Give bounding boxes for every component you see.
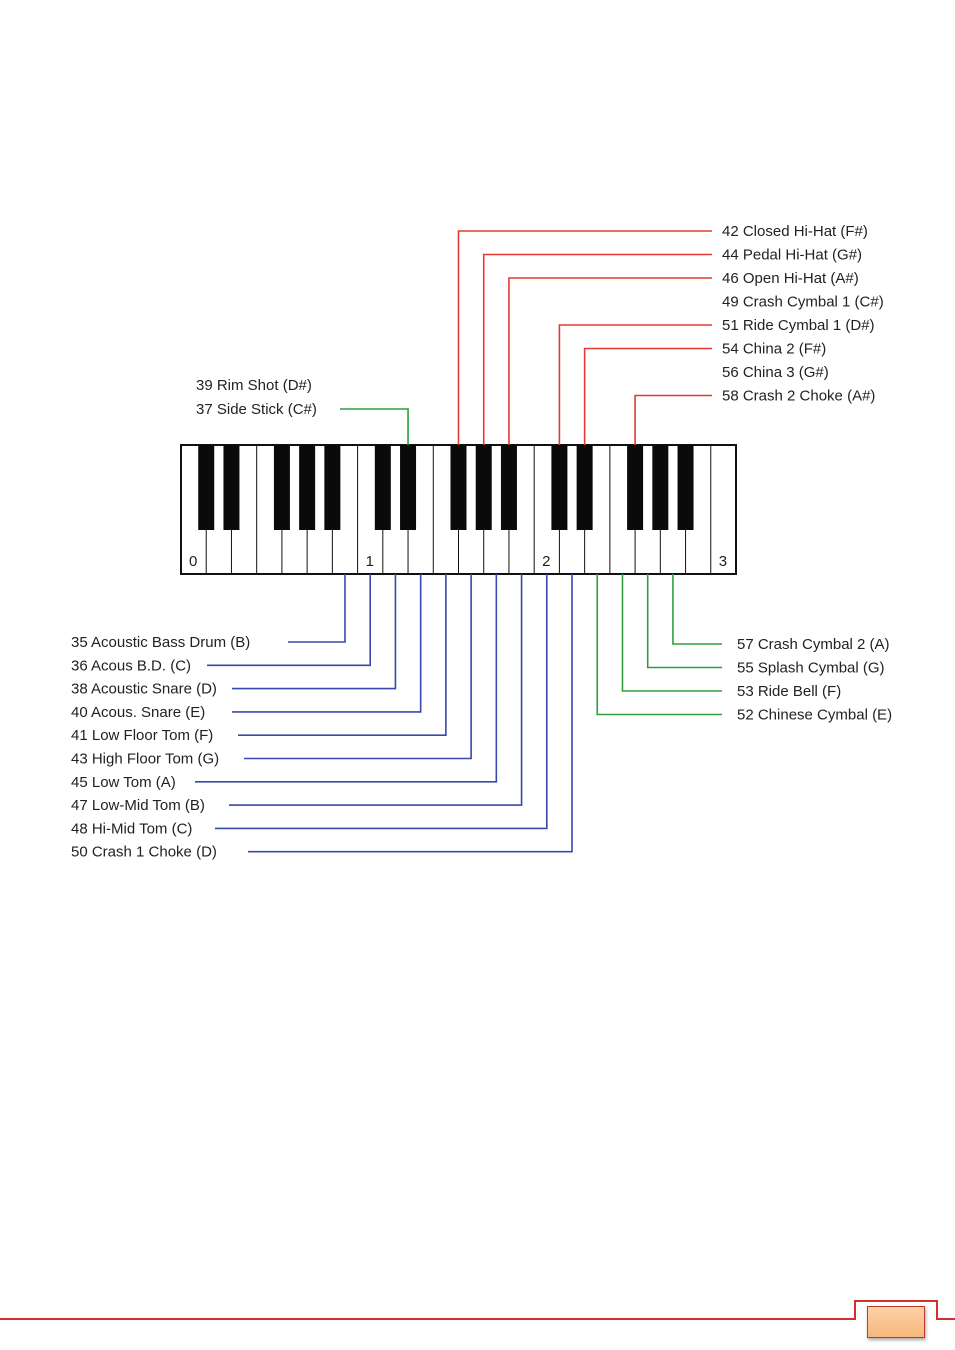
left-bottom-label: 35 Acoustic Bass Drum (B) [71,634,250,651]
leader-line-green [621,574,722,692]
top-label: 54 China 2 (F#) [722,341,826,358]
right-bottom-label: 55 Splash Cymbal (G) [737,660,885,677]
top-label: 42 Closed Hi-Hat (F#) [722,223,868,240]
page-number-tab [867,1306,925,1338]
leader-line-green [596,574,722,716]
left-top-label: 39 Rim Shot (D#) [196,377,312,394]
top-label: 46 Open Hi-Hat (A#) [722,270,859,287]
leader-line-green [646,574,722,669]
left-bottom-label: 41 Low Floor Tom (F) [71,727,213,744]
leader-line-red [634,394,712,445]
right-bottom-label: 52 Chinese Cymbal (E) [737,707,892,724]
octave-label: 3 [719,553,727,570]
black-key [198,445,215,530]
leader-line-blue [288,574,346,643]
leader-line-blue [232,574,397,690]
black-key [374,445,391,530]
left-bottom-label: 36 Acous B.D. (C) [71,657,191,674]
black-key [475,445,492,530]
piano-keyboard: 0 1 2 3 [180,444,737,575]
black-key [551,445,568,530]
leader-line-blue [248,574,573,853]
octave-label: 0 [189,553,197,570]
black-key [677,445,694,530]
leader-line-blue [215,574,548,830]
key-labels: 42 Closed Hi-Hat (F#) 44 Pedal Hi-Hat (G#… [71,223,892,861]
right-bottom-label: 53 Ride Bell (F) [737,683,841,700]
top-label: 49 Crash Cymbal 1 (C#) [722,294,884,311]
black-key [627,445,644,530]
left-bottom-label: 40 Acous. Snare (E) [71,704,205,721]
leader-line-red [583,347,712,445]
left-bottom-label: 38 Acoustic Snare (D) [71,681,217,698]
left-top-label: 37 Side Stick (C#) [196,401,317,418]
top-label: 58 Crash 2 Choke (A#) [722,388,875,405]
leader-line-green [340,408,409,445]
black-key [576,445,593,530]
footer-rule [0,1300,955,1320]
top-label: 44 Pedal Hi-Hat (G#) [722,247,862,264]
black-key [299,445,316,530]
top-label: 56 China 3 (G#) [722,364,829,381]
black-key [273,445,290,530]
left-bottom-label: 47 Low-Mid Tom (B) [71,797,205,814]
leader-line-red [558,324,712,445]
black-key [400,445,417,530]
leader-line-blue [229,574,523,806]
black-key [500,445,517,530]
black-key [324,445,341,530]
left-bottom-label: 48 Hi-Mid Tom (C) [71,820,192,837]
octave-label: 1 [366,553,374,570]
leader-lines [195,230,722,853]
leader-line-red [457,230,712,445]
top-label: 51 Ride Cymbal 1 (D#) [722,317,875,334]
leader-line-blue [232,574,422,713]
leader-line-blue [195,574,498,783]
leader-line-blue [238,574,447,737]
leader-line-green [672,574,722,645]
black-key [223,445,240,530]
leader-line-red [508,277,712,445]
right-bottom-label: 57 Crash Cymbal 2 (A) [737,636,890,653]
left-bottom-label: 43 High Floor Tom (G) [71,751,219,768]
black-key [652,445,669,530]
left-bottom-label: 50 Crash 1 Choke (D) [71,844,217,861]
left-bottom-label: 45 Low Tom (A) [71,774,176,791]
black-key [450,445,467,530]
leader-line-red [482,253,712,445]
leader-line-blue [207,574,372,667]
octave-label: 2 [542,553,550,570]
leader-line-blue [244,574,472,760]
